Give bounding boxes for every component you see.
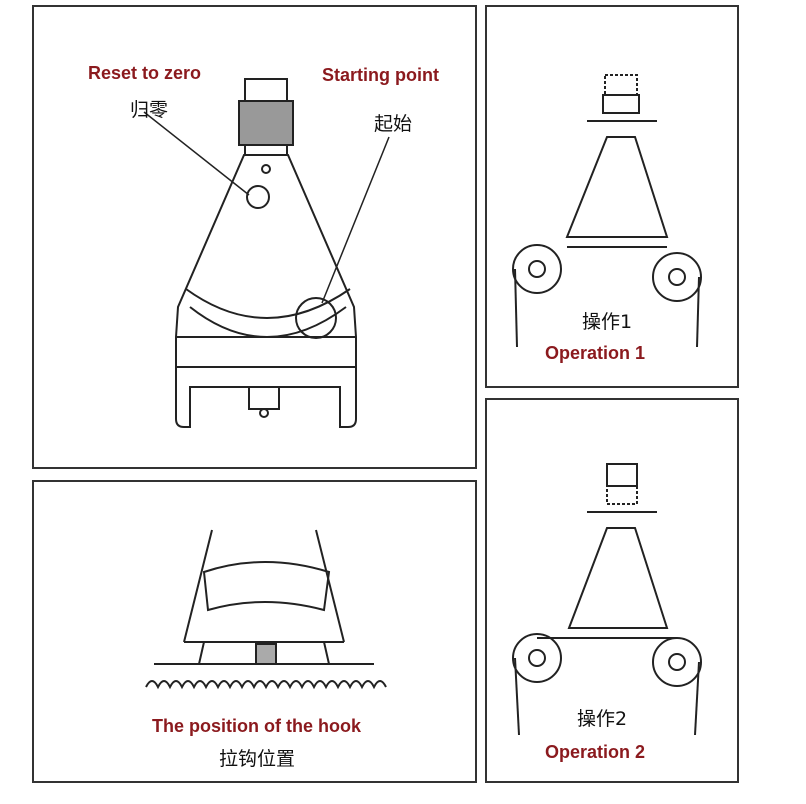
operation-2-illustration <box>512 463 702 736</box>
operation-1-label: Operation 1 <box>545 343 646 363</box>
hook-position-cn-label: 拉钩位置 <box>219 748 296 770</box>
operation-2-label: Operation 2 <box>545 742 646 762</box>
hook-position-panel: The position of the hook 拉钩位置 <box>32 480 477 783</box>
hook-position-illustration <box>145 529 387 690</box>
operation-1-panel: 操作1 Operation 1 <box>485 5 739 388</box>
starting-point-cn-label: 起始 <box>374 113 413 135</box>
belt-tension-gauge-illustration <box>143 78 390 428</box>
reset-to-zero-cn-label: 归零 <box>130 99 169 121</box>
operation-1-cn-label: 操作1 <box>582 311 633 333</box>
operation-2-panel: 操作2 Operation 2 <box>485 398 739 783</box>
operation-2-cn-label: 操作2 <box>577 708 628 730</box>
hook-position-label: The position of the hook <box>152 716 361 736</box>
starting-point-label: Starting point <box>322 65 439 85</box>
reset-to-zero-label: Reset to zero <box>88 63 202 83</box>
operation-1-illustration <box>512 74 702 348</box>
gauge-panel: Reset to zero 归零 Starting point 起始 <box>32 5 477 469</box>
